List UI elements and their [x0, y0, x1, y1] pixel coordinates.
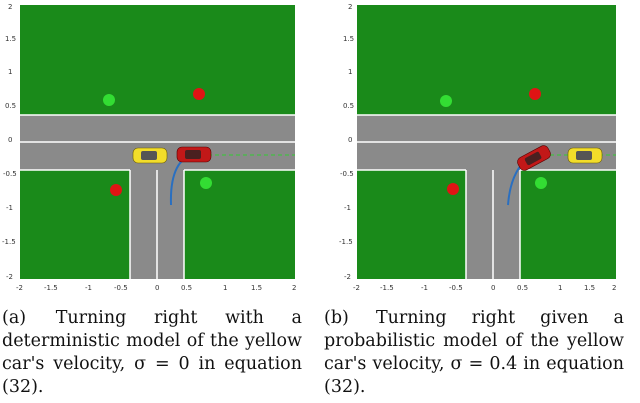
- y-tick-label: 2: [348, 3, 352, 11]
- intersection-plot-a: 2 1.5 1 0.5 0 -0.5 -1 -1.5 -2 -2 -1.5 -1…: [2, 3, 296, 292]
- x-tick-label: -0.5: [449, 284, 463, 292]
- x-tick-label: 1.5: [584, 284, 595, 292]
- x-tick-label: -1.5: [380, 284, 394, 292]
- y-tick-label: -1: [344, 204, 351, 212]
- green-marker: [200, 177, 212, 189]
- y-tick-label: -0.5: [3, 170, 17, 178]
- red-marker: [529, 88, 541, 100]
- x-tick-label: 1: [223, 284, 227, 292]
- red-car: [176, 146, 212, 163]
- x-tick-label: -1: [421, 284, 428, 292]
- y-tick-label: -2: [6, 273, 13, 281]
- y-tick-label: 2: [8, 3, 12, 11]
- green-marker: [535, 177, 547, 189]
- y-tick-label: -1.5: [2, 238, 16, 246]
- y-tick-label: -1.5: [339, 238, 353, 246]
- green-marker: [440, 95, 452, 107]
- caption-text: Turning right with a deterministic model…: [2, 308, 302, 397]
- x-tick-label: -1: [85, 284, 92, 292]
- green-marker: [103, 94, 115, 106]
- y-tick-label: 1: [348, 68, 352, 76]
- red-car: [517, 145, 551, 171]
- intersection-plot-b: 2 1.5 1 0.5 0 -0.5 -1 -1.5 -2 -2 -1.5 -1…: [339, 3, 616, 292]
- figure-panel-a: 2 1.5 1 0.5 0 -0.5 -1 -1.5 -2 -2 -1.5 -1…: [0, 0, 300, 295]
- red-marker: [193, 88, 205, 100]
- y-tick-label: 0.5: [343, 102, 354, 110]
- x-tick-label: 0: [155, 284, 159, 292]
- x-axis-ticks: -2 -1.5 -1 -0.5 0 0.5 1 1.5 2: [353, 284, 616, 292]
- y-axis-ticks: 2 1.5 1 0.5 0 -0.5 -1 -1.5 -2: [339, 3, 354, 281]
- x-tick-label: -2: [353, 284, 360, 292]
- x-tick-label: 0.5: [517, 284, 528, 292]
- x-tick-label: 1.5: [251, 284, 262, 292]
- y-tick-label: 1.5: [5, 35, 16, 43]
- x-tick-label: -0.5: [114, 284, 128, 292]
- yellow-car: [567, 147, 603, 164]
- y-tick-label: -0.5: [340, 170, 354, 178]
- y-tick-label: 1.5: [343, 35, 354, 43]
- x-tick-label: -1.5: [44, 284, 58, 292]
- y-axis-ticks: 2 1.5 1 0.5 0 -0.5 -1 -1.5 -2: [2, 3, 17, 281]
- red-marker: [110, 184, 122, 196]
- y-tick-label: -1: [6, 204, 13, 212]
- figure-panel-b: 2 1.5 1 0.5 0 -0.5 -1 -1.5 -2 -2 -1.5 -1…: [320, 0, 620, 295]
- y-tick-label: -2: [344, 273, 351, 281]
- x-tick-label: -2: [16, 284, 23, 292]
- y-tick-label: 0.5: [5, 102, 16, 110]
- caption-text: Turning right given a probabilistic mode…: [324, 308, 624, 397]
- red-marker: [447, 183, 459, 195]
- x-tick-label: 0: [491, 284, 495, 292]
- caption-a: (a) Turning right with a deterministic m…: [2, 307, 302, 399]
- y-tick-label: 0: [8, 136, 12, 144]
- yellow-car: [132, 147, 168, 164]
- caption-label: (b): [324, 308, 349, 328]
- x-tick-label: 2: [612, 284, 616, 292]
- caption-label: (a): [2, 308, 27, 328]
- caption-b: (b) Turning right given a probabilistic …: [324, 307, 624, 399]
- x-tick-label: 0.5: [181, 284, 192, 292]
- x-tick-label: 2: [292, 284, 296, 292]
- x-tick-label: 1: [558, 284, 562, 292]
- y-tick-label: 0: [348, 136, 352, 144]
- x-axis-ticks: -2 -1.5 -1 -0.5 0 0.5 1 1.5 2: [16, 284, 296, 292]
- y-tick-label: 1: [8, 68, 12, 76]
